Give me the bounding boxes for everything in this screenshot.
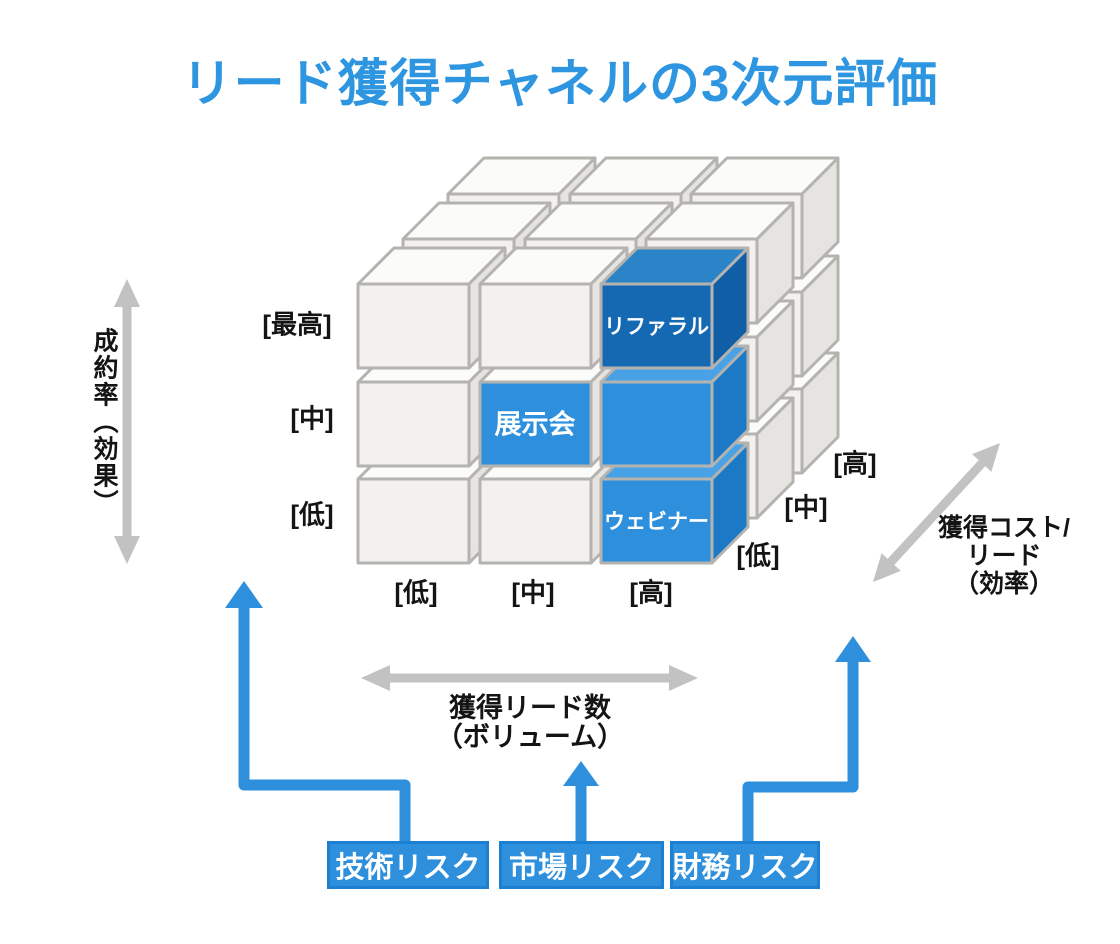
x-axis-label-line2: （ボリューム） — [435, 722, 625, 752]
y-axis-label: 成約率（効果） — [90, 327, 118, 517]
z-tick-high: [高] — [833, 448, 877, 479]
x-axis-arrow-shaft — [389, 673, 670, 683]
page-title: リード獲得チャネルの3次元評価 — [181, 55, 939, 112]
z-axis-arrowhead-down — [873, 553, 901, 582]
market-risk-arrowhead — [563, 761, 599, 786]
y-axis-arrowhead-up — [114, 279, 140, 307]
y-tick-highest: [最高] — [262, 309, 332, 340]
z-axis-arrowhead-up — [972, 443, 1000, 472]
tech-risk-arrowhead — [225, 581, 263, 608]
cube-cell-front-face — [356, 477, 471, 565]
finance-risk-arrow-line — [742, 660, 859, 843]
z-axis-label: 獲得コスト/ リード （効率） — [938, 514, 1070, 598]
cube-cell-label: リファラル — [604, 316, 709, 339]
finance-risk-badge: 財務リスク — [670, 841, 820, 889]
cube-cell-highlighted-front-face — [599, 380, 714, 468]
y-tick-low: [低] — [290, 499, 334, 530]
cube-cell-highlighted-front-face — [599, 282, 714, 370]
x-axis-arrowhead-left — [361, 665, 390, 691]
x-axis-label-line1: 獲得リード数 — [448, 693, 611, 723]
y-axis-arrowhead-down — [114, 536, 140, 564]
x-tick-mid: [中] — [511, 577, 555, 608]
x-tick-low: [低] — [394, 577, 438, 608]
cube-cell-front-face — [356, 282, 471, 370]
finance-risk-arrowhead — [835, 636, 871, 662]
cube-cell-front-face — [478, 282, 593, 370]
y-axis-arrow-shaft — [122, 306, 132, 538]
lead-volume-axis-arrow — [361, 665, 698, 691]
z-axis-label-line3: （効率） — [953, 570, 1055, 598]
tech-risk-arrow-line — [238, 605, 411, 843]
z-axis-label-line2: リード — [966, 542, 1042, 570]
cube-cell-label: 展示会 — [495, 410, 576, 440]
tech-risk-badge: 技術リスク — [327, 841, 489, 889]
cube-cell-label: ウェビナー — [604, 511, 709, 534]
z-tick-mid: [中] — [784, 492, 828, 523]
cube-cell-front-face — [478, 477, 593, 565]
cost-axis-arrow — [873, 443, 1000, 582]
x-axis-arrowhead-right — [669, 665, 698, 691]
y-tick-mid: [中] — [290, 403, 334, 434]
risk-arrows — [225, 581, 871, 843]
z-axis-label-line1: 獲得コスト/ — [938, 514, 1070, 542]
conversion-rate-axis-arrow — [114, 279, 140, 564]
cube-cell-front-face — [356, 380, 471, 468]
market-risk-badge: 市場リスク — [499, 841, 664, 889]
z-axis-arrow-shaft — [885, 457, 988, 568]
z-tick-low: [低] — [736, 540, 780, 571]
cube-cell-highlighted-front-face — [599, 477, 714, 565]
cube-cell-highlighted-front-face — [478, 380, 593, 468]
x-tick-high: [高] — [629, 577, 673, 608]
x-axis-label: 獲得リード数 （ボリューム） — [436, 694, 624, 752]
